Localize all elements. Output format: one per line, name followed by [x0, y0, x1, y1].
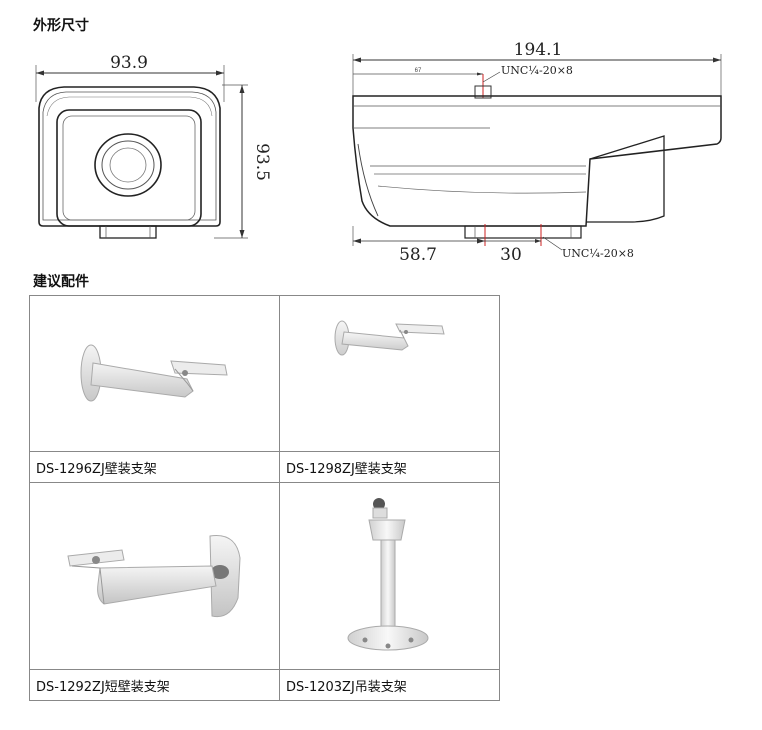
- accessory-caption: DS-1203ZJ吊装支架: [279, 669, 500, 701]
- bottom-thread-label: UNC¼-20×8: [562, 247, 634, 260]
- accessory-image-cell: [279, 482, 500, 670]
- side-offset-label: 58.7: [399, 245, 437, 265]
- accessory-caption: DS-1296ZJ壁装支架: [29, 451, 280, 483]
- side-small-dim-label: 67: [415, 68, 422, 74]
- front-width-label: 93.9: [110, 53, 148, 73]
- accessory-image-cell: [29, 482, 280, 670]
- ceiling-mount-bracket-icon: [280, 496, 499, 656]
- accessory-caption: DS-1298ZJ壁装支架: [279, 451, 500, 483]
- side-spacing-label: 30: [500, 245, 522, 265]
- wall-bracket-small-icon: [280, 314, 499, 358]
- side-length-label: 194.1: [514, 40, 563, 60]
- accessories-heading: 建议配件: [33, 274, 89, 290]
- accessory-image-cell: [279, 295, 500, 452]
- top-thread-label: UNC¼-20×8: [501, 64, 573, 77]
- dimensions-heading: 外形尺寸: [33, 18, 89, 34]
- short-wall-bracket-icon: [30, 528, 279, 624]
- wall-bracket-icon: [30, 339, 279, 409]
- camera-side-view-drawing: 194.1 67 UNC¼-20×8 58.7 30: [330, 36, 750, 266]
- camera-front-view-drawing: 93.9 93.5: [24, 50, 286, 250]
- front-height-label: 93.5: [252, 143, 272, 181]
- accessory-caption: DS-1292ZJ短壁装支架: [29, 669, 280, 701]
- accessories-table: DS-1296ZJ壁装支架 DS-1298ZJ壁装支架: [29, 295, 500, 701]
- accessory-image-cell: [29, 295, 280, 452]
